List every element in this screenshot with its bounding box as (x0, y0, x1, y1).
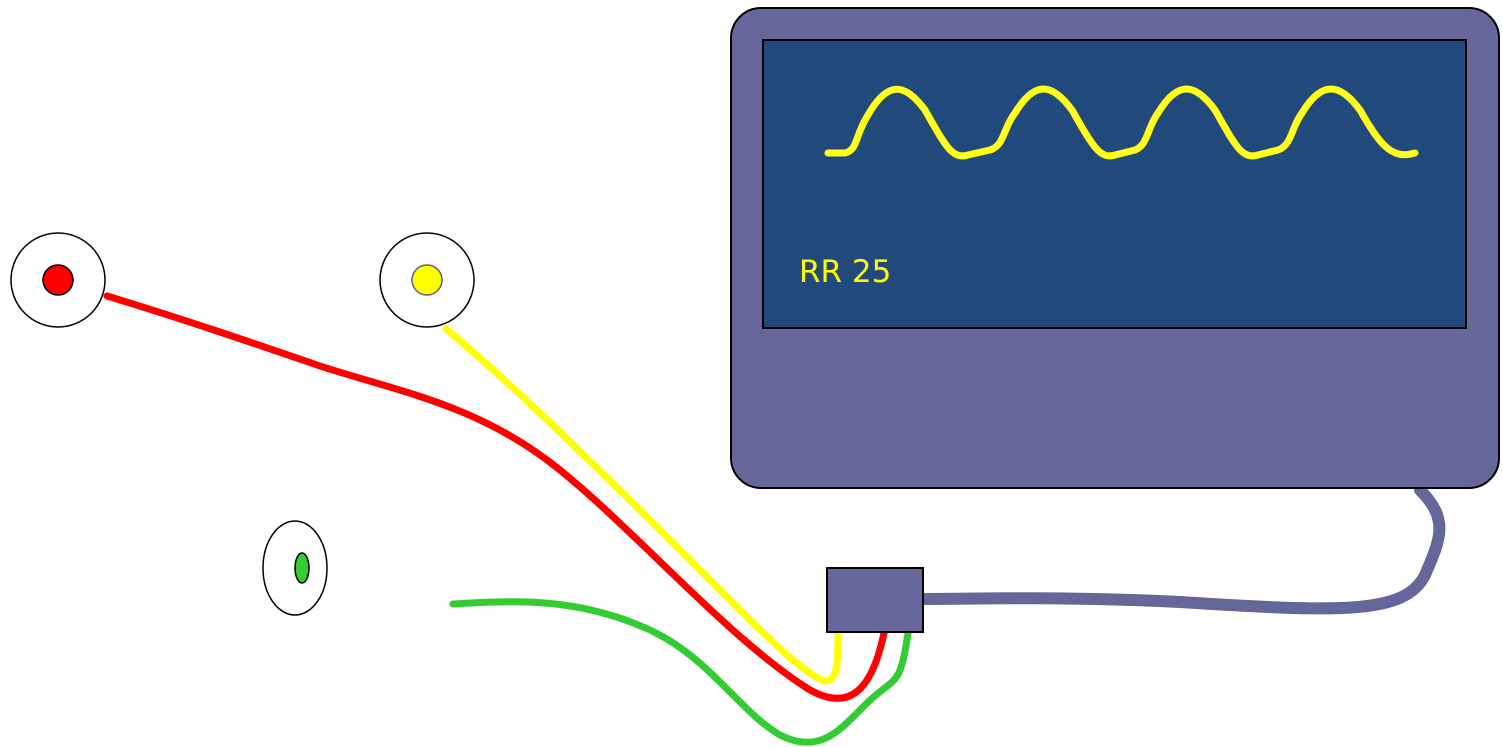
lead-wire-yellow (442, 325, 842, 685)
electrode-yellow (379, 232, 475, 328)
lead-wire-green (449, 598, 912, 746)
trunk-cable (916, 484, 1446, 615)
electrode-red (10, 232, 106, 328)
electrode-green-dot (294, 552, 310, 584)
electrode-red-dot (42, 264, 74, 296)
lead-wire-red (103, 292, 888, 702)
electrode-yellow-dot (411, 264, 443, 296)
respiratory-waveform (824, 85, 1419, 160)
electrode-green (262, 520, 328, 616)
respiratory-rate-readout: RR 25 (799, 254, 891, 290)
lead-connector (826, 567, 924, 633)
monitor-screen (762, 39, 1467, 329)
